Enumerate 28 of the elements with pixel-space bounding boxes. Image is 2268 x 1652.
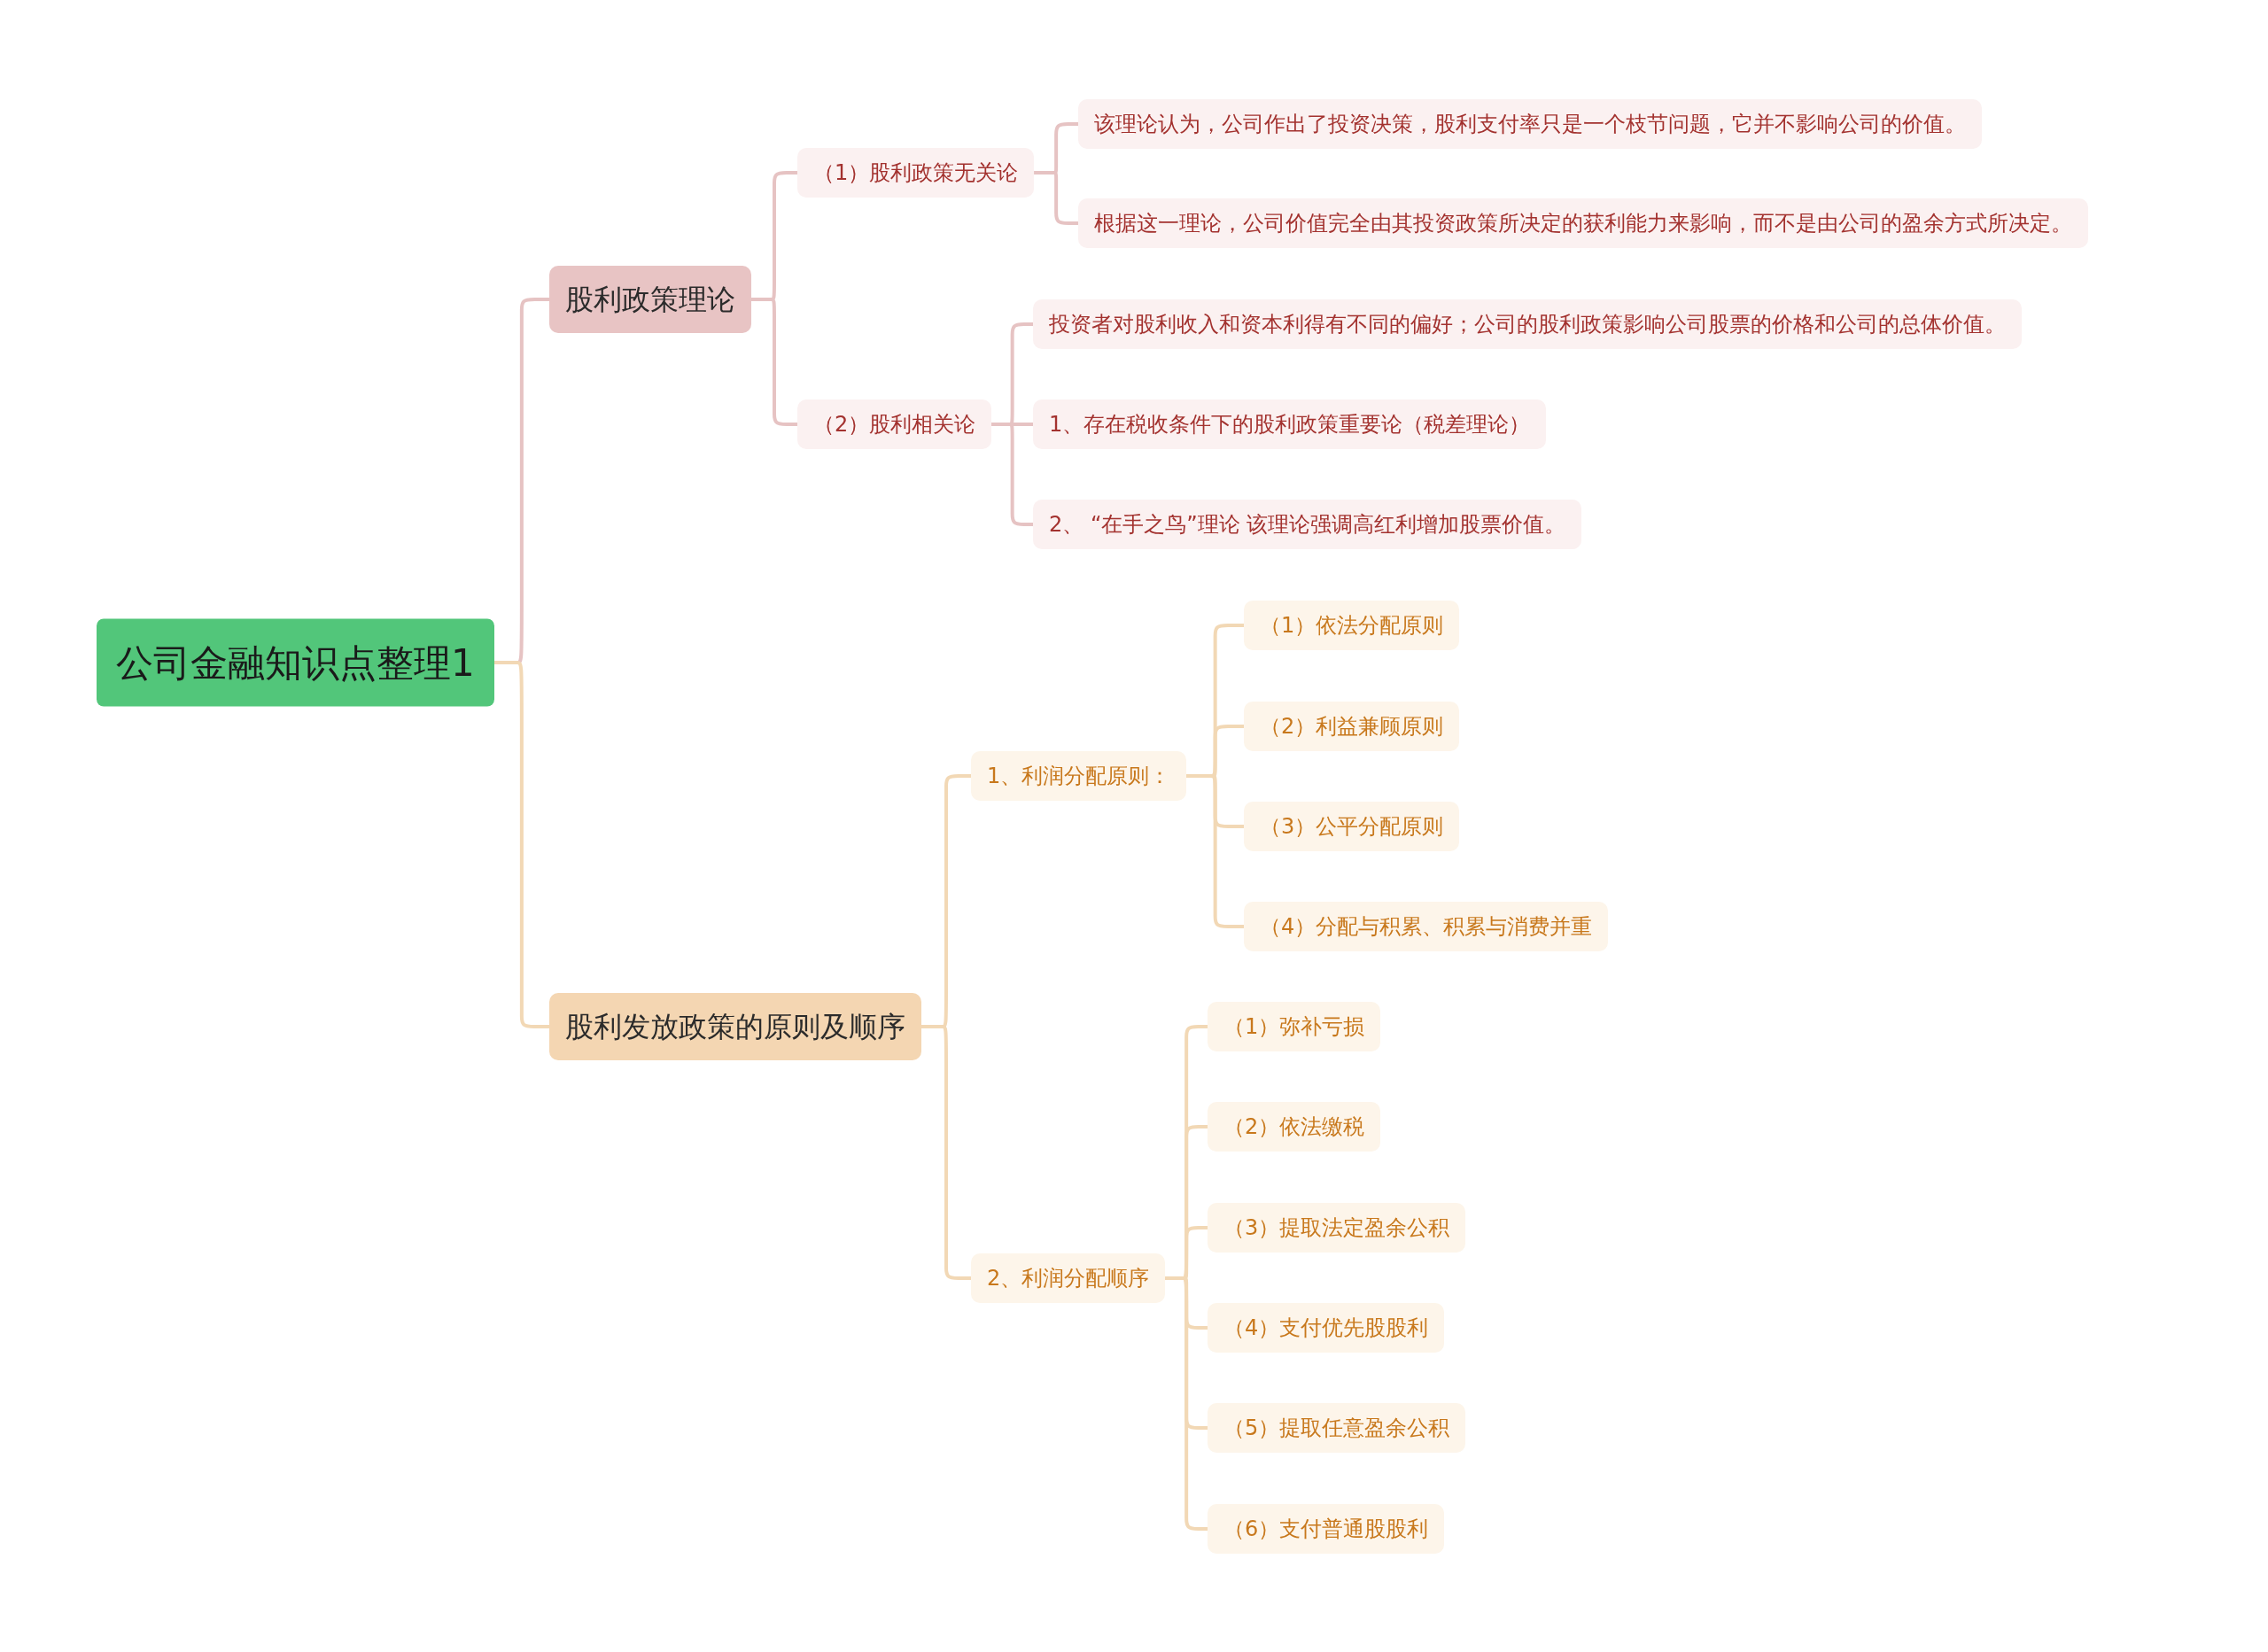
connector-line — [493, 661, 551, 1028]
subtopic: 1、利润分配原则： — [971, 751, 1187, 801]
connector-line — [1034, 171, 1080, 225]
connector-line — [751, 298, 799, 426]
connector-line — [991, 423, 1035, 526]
connector-line — [1165, 1276, 1209, 1531]
subtopic: （1）股利政策无关论 — [797, 148, 1035, 198]
main-topic: 股利发放政策的原则及顺序 — [549, 993, 921, 1060]
subtopic: （2）股利相关论 — [797, 399, 992, 449]
subtopic: （2）依法缴税 — [1208, 1102, 1381, 1152]
subtopic: 2、 “在手之鸟”理论 该理论强调高红利增加股票价值。 — [1033, 500, 1582, 549]
subtopic: 投资者对股利收入和资本利得有不同的偏好；公司的股利政策影响公司股票的价格和公司的总体价值。 — [1033, 299, 2022, 349]
subtopic: 1、存在税收条件下的股利政策重要论（税差理论） — [1033, 399, 1547, 449]
subtopic: （3）提取法定盈余公积 — [1208, 1203, 1466, 1253]
subtopic: （1）弥补亏损 — [1208, 1002, 1381, 1051]
subtopic: 该理论认为，公司作出了投资决策，股利支付率只是一个枝节问题，它并不影响公司的价值。 — [1078, 99, 1982, 149]
subtopic: （5）提取任意盈余公积 — [1208, 1403, 1466, 1453]
subtopic: （1）依法分配原则 — [1244, 601, 1460, 650]
subtopic: （2）利益兼顾原则 — [1244, 702, 1460, 751]
subtopic: （4）支付优先股股利 — [1208, 1303, 1445, 1353]
subtopic: （3）公平分配原则 — [1244, 802, 1460, 851]
root-topic: 公司金融知识点整理1 — [97, 618, 494, 707]
subtopic: （4）分配与积累、积累与消费并重 — [1244, 902, 1609, 951]
connector-line — [921, 1025, 973, 1280]
subtopic: 2、利润分配顺序 — [971, 1253, 1166, 1303]
subtopic: （6）支付普通股股利 — [1208, 1504, 1445, 1554]
main-topic: 股利政策理论 — [549, 266, 751, 333]
subtopic: 根据这一理论，公司价值完全由其投资政策所决定的获利能力来影响，而不是由公司的盈余方式所决定。 — [1078, 198, 2088, 248]
